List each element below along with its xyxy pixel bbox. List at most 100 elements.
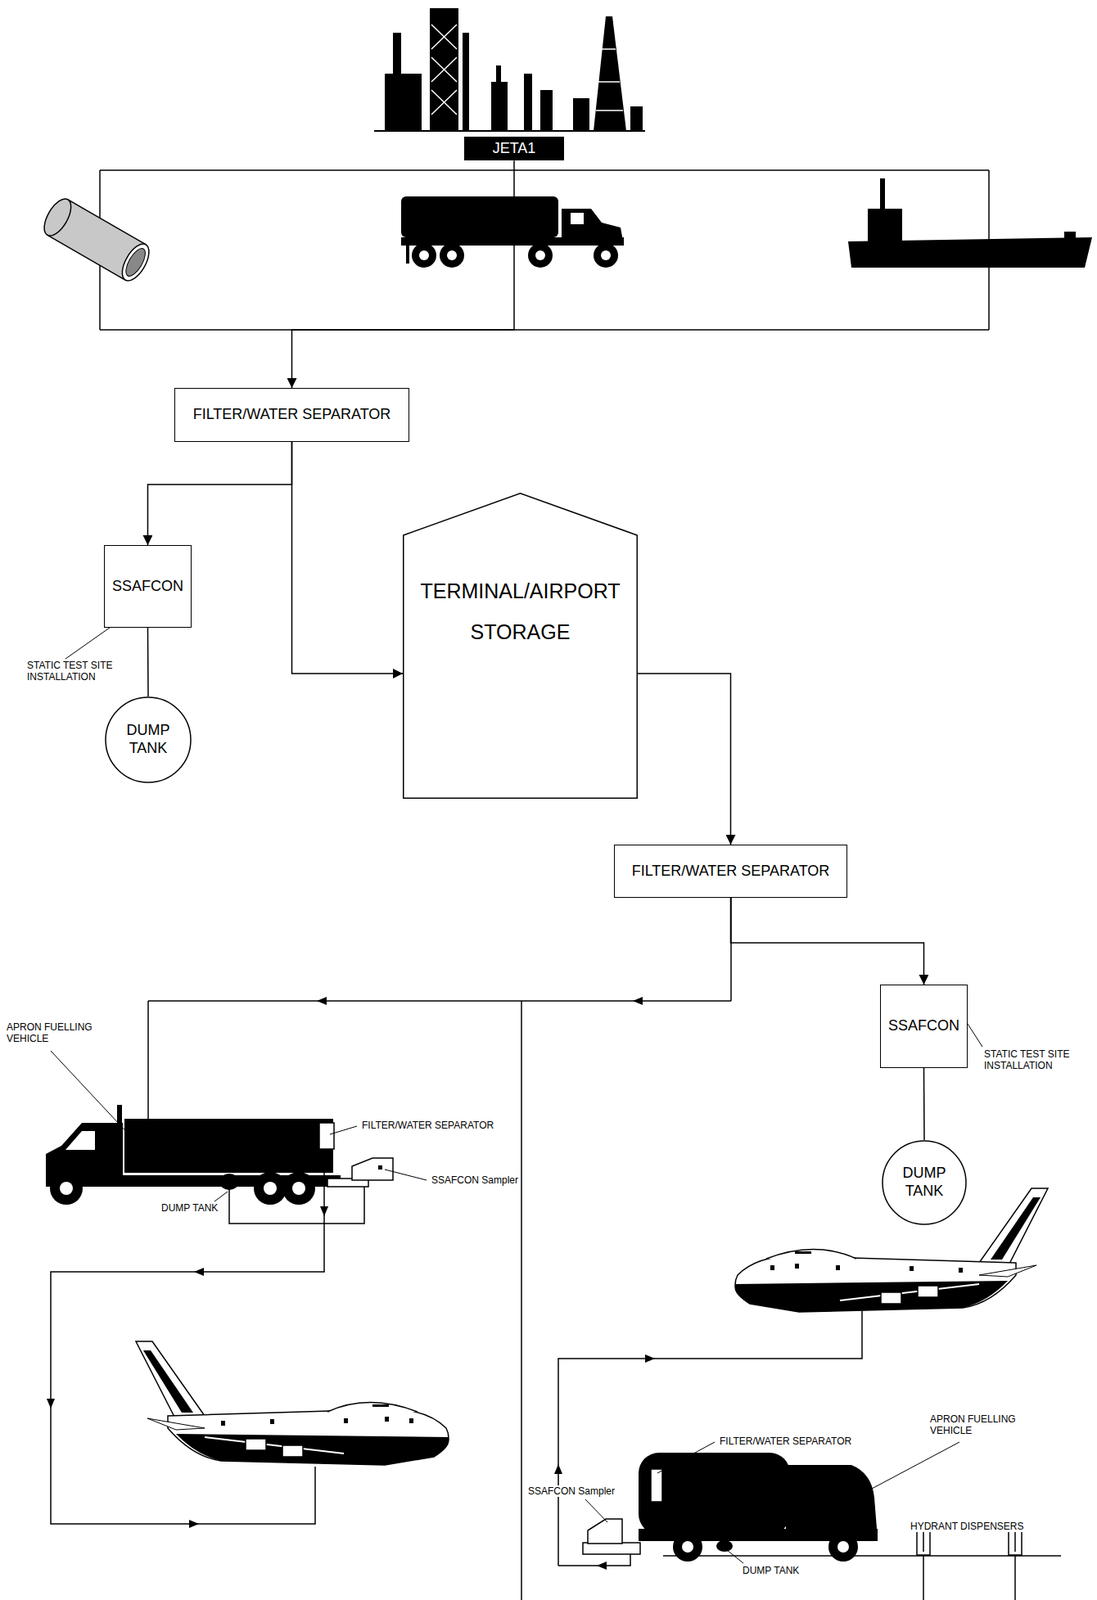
- distribution-lines: [147, 1001, 149, 1120]
- supply-lines: [99, 169, 989, 172]
- flow-connector: [147, 627, 149, 697]
- flow-arrow: [554, 1464, 563, 1475]
- tanker-ship-icon: [867, 208, 903, 242]
- wheel: [439, 243, 465, 268]
- leader-line: [214, 1191, 228, 1202]
- flow-arrow: [316, 997, 327, 1006]
- pipeline-icon: [121, 245, 149, 280]
- tanker-ship-icon: [880, 178, 885, 209]
- callout-label: SSAFCON Sampler: [526, 1485, 617, 1498]
- refinery-skyline: [462, 32, 470, 131]
- ssafcon-sampler: [352, 1158, 393, 1181]
- dump-tank: DUMP TANK: [881, 1140, 967, 1226]
- leader-line: [329, 1126, 357, 1135]
- distribution-lines: [148, 1000, 732, 1003]
- supply-lines: [99, 329, 989, 331]
- node-text: FILTER/WATER SEPARATOR: [193, 406, 392, 425]
- ssafcon-box: SSAFCON: [880, 984, 968, 1069]
- storage-tank: TERMINAL/AIRPORT STORAGE: [402, 492, 638, 800]
- callout-label: STATIC TEST SITE INSTALLATION: [25, 659, 136, 684]
- apron-fuelling-vehicle: [65, 1131, 95, 1151]
- callout-label: APRON FUELLING VEHICLE: [4, 1021, 107, 1046]
- refinery-skyline: [523, 73, 533, 131]
- wheel: [253, 1172, 287, 1206]
- tower-lattice: [431, 90, 457, 115]
- apron-fuelling-vehicle: [124, 1119, 334, 1174]
- wheel: [535, 250, 546, 261]
- wheel: [672, 1532, 703, 1562]
- flow-arrow: [596, 1561, 607, 1571]
- refinery-skyline: [540, 90, 553, 131]
- node-text: DUMP TANK: [117, 722, 179, 758]
- refinery-skyline: [593, 16, 627, 131]
- wheel: [419, 250, 429, 261]
- hydrant-dispenser: [922, 1532, 925, 1553]
- callout-label: DUMP TANK: [159, 1202, 220, 1215]
- flow-connector: [923, 1068, 926, 1141]
- callout-label: FILTER/WATER SEPARATOR: [717, 1435, 854, 1448]
- flow-arrow: [46, 1399, 55, 1409]
- leader-line: [50, 1051, 144, 1151]
- wheel: [263, 1182, 277, 1196]
- apron-fuelling-vehicle: [582, 1453, 878, 1562]
- ssafcon-box: SSAFCON: [103, 545, 192, 628]
- leader-line: [585, 1499, 608, 1523]
- wheel: [446, 250, 457, 261]
- node-text: DUMP TANK: [894, 1164, 955, 1201]
- hydrant-dispenser: [916, 1529, 1022, 1556]
- wheel: [292, 1182, 306, 1196]
- flow-connector: [637, 673, 732, 845]
- wheel: [593, 243, 619, 268]
- flow-connector: [147, 442, 292, 546]
- refinery-skyline: [496, 65, 502, 82]
- distribution-lines: [50, 1149, 325, 1525]
- flow-connector: [292, 442, 404, 674]
- road-tanker-icon: [570, 212, 584, 225]
- filter-water-separator: [650, 1469, 663, 1503]
- tower-lattice: [431, 24, 457, 50]
- derrick-bars: [595, 49, 623, 111]
- wheel: [828, 1532, 858, 1562]
- flow-arrow: [320, 1206, 329, 1217]
- node-text: TERMINAL/AIRPORT STORAGE: [412, 570, 628, 653]
- callout-label: STATIC TEST SITE INSTALLATION: [982, 1048, 1088, 1073]
- pipeline-icon: [117, 239, 155, 285]
- wheel: [411, 243, 437, 268]
- callout-label: APRON FUELLING VEHICLE: [928, 1413, 1030, 1438]
- flow-arrow: [46, 997, 655, 1571]
- callout-label: DUMP TANK: [740, 1565, 801, 1577]
- ssafcon-sampler: [582, 1543, 641, 1555]
- node-text: JETA1: [492, 139, 537, 159]
- flow-arrow: [632, 997, 643, 1006]
- wheel: [282, 1172, 316, 1206]
- derrick-bars: [595, 109, 623, 112]
- wheel: [528, 243, 553, 268]
- tower-lattice: [431, 57, 457, 82]
- road-tanker-icon: [401, 237, 624, 246]
- apron-fuelling-vehicle: [638, 1453, 791, 1535]
- wheel: [681, 1541, 694, 1553]
- flow-connector: [292, 160, 515, 389]
- dump-tank: [716, 1540, 733, 1553]
- distribution-lines: [520, 1001, 523, 1600]
- tank-circle: [105, 697, 191, 783]
- flow-arrow: [194, 1268, 204, 1277]
- road-tanker-icon: [401, 196, 624, 268]
- refinery-skyline: [573, 98, 590, 131]
- refinery-skyline: [630, 106, 643, 131]
- leader-line: [726, 1550, 744, 1564]
- apron-fuelling-vehicle: [785, 1465, 878, 1540]
- tank-circle: [882, 1141, 967, 1225]
- refinery-skyline: [374, 8, 646, 131]
- apron-fuelling-vehicle: [45, 1105, 393, 1206]
- source-box: JETA1: [464, 136, 565, 162]
- derrick-bars: [601, 48, 616, 50]
- tanker-ship-icon: [1064, 231, 1076, 239]
- flow-connector: [731, 898, 925, 985]
- wheel: [600, 250, 611, 261]
- flow-arrow: [189, 1520, 199, 1529]
- wheel: [672, 1532, 858, 1562]
- flow-arrow: [645, 1354, 655, 1364]
